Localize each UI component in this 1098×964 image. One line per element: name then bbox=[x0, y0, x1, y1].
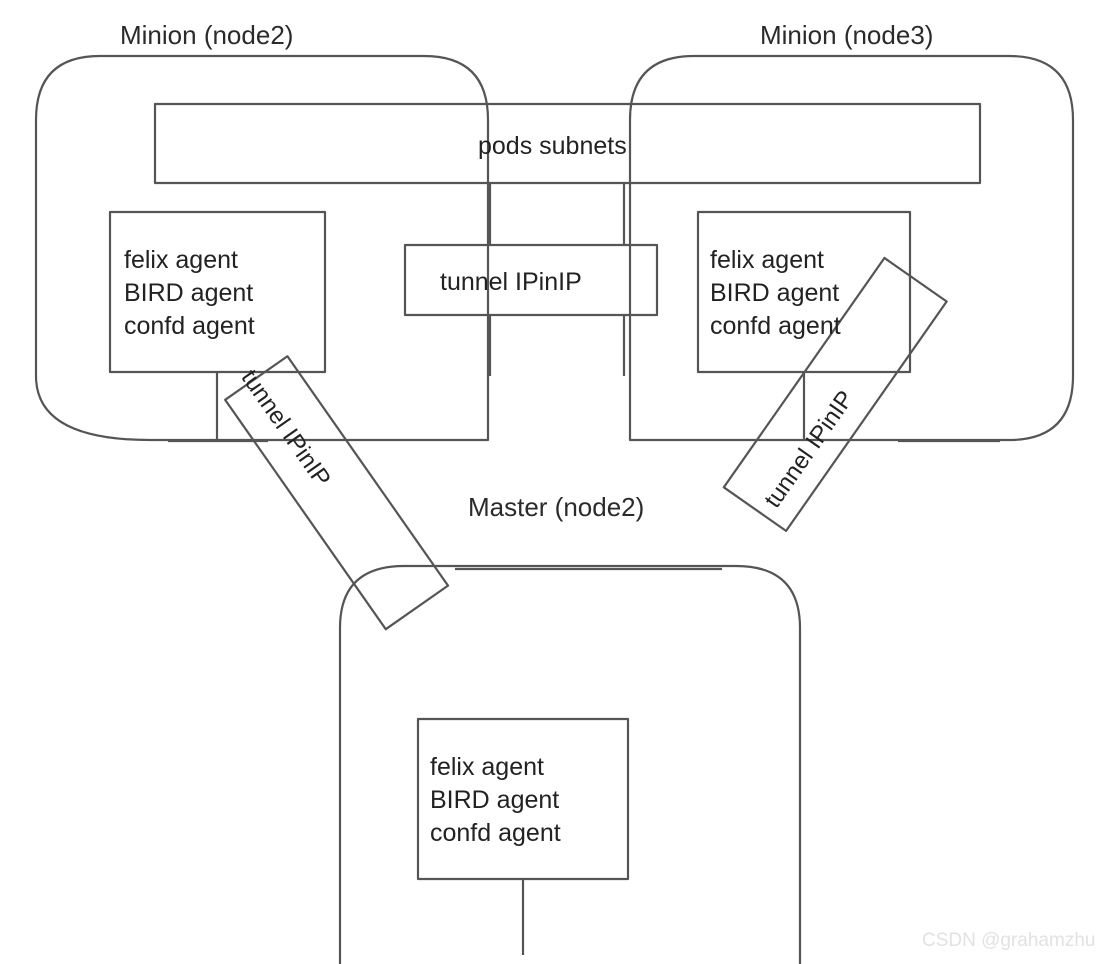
pods-subnets-box bbox=[153, 102, 982, 185]
tunnel-ipinip-center-label: tunnel IPinIP bbox=[440, 268, 582, 296]
master-title: Master (node2) bbox=[468, 492, 645, 522]
tunnel-ipinip-right-box bbox=[722, 256, 948, 533]
agent-label-bird-minion-right: BIRD agent bbox=[710, 279, 840, 307]
tunnel-ipinip-left-box bbox=[224, 355, 450, 631]
minion-left-container bbox=[34, 54, 490, 442]
agent-label-felix-minion-left: felix agent bbox=[124, 246, 238, 274]
tunnel-ipinip-center-box bbox=[403, 243, 659, 317]
minion-right-container bbox=[628, 54, 1075, 442]
agent-label-bird-minion-left: BIRD agent bbox=[124, 279, 254, 307]
agent-label-confd-minion-right: confd agent bbox=[710, 312, 841, 340]
minion-right-title: Minion (node3) bbox=[760, 20, 934, 50]
agent-label-bird-master: BIRD agent bbox=[430, 786, 560, 814]
agent-label-confd-master: confd agent bbox=[430, 819, 561, 847]
master-container bbox=[338, 564, 802, 964]
minion-left-title: Minion (node2) bbox=[120, 20, 294, 50]
watermark-label: CSDN @grahamzhu bbox=[922, 930, 1096, 951]
pods-subnets-label: pods subnets bbox=[478, 132, 627, 160]
agent-label-felix-minion-right: felix agent bbox=[710, 246, 824, 274]
agent-label-confd-minion-left: confd agent bbox=[124, 312, 255, 340]
agent-label-felix-master: felix agent bbox=[430, 753, 544, 781]
